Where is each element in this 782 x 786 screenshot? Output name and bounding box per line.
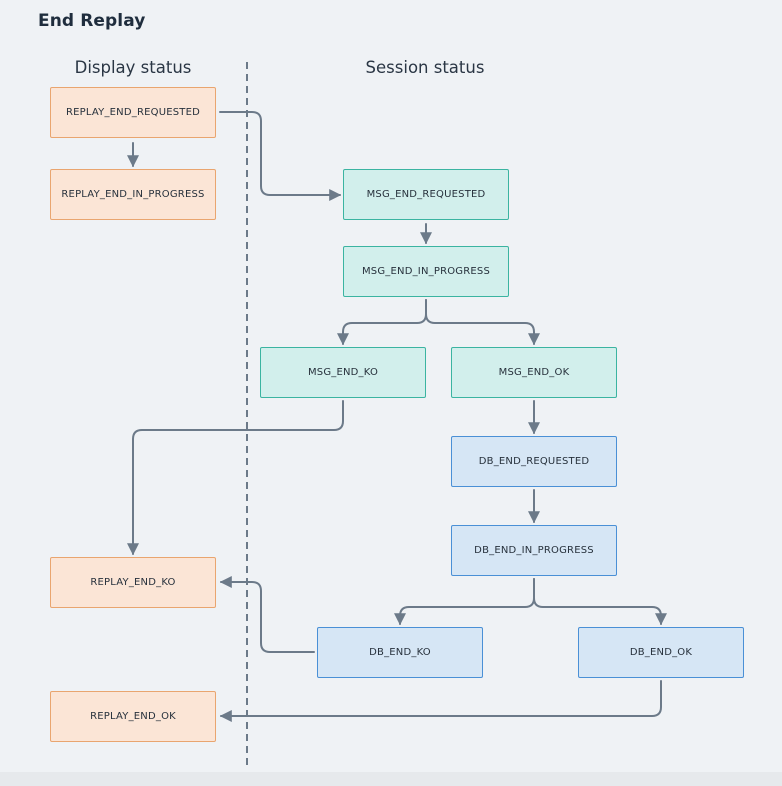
arrow-db-ko-to-replay-ko <box>219 576 315 653</box>
arrow-db-in-progress-to-db-ok <box>533 578 667 626</box>
node-db-end-ok: DB_END_OK <box>578 627 744 678</box>
node-replay-end-in-progress: REPLAY_END_IN_PROGRESS <box>50 169 216 220</box>
page-title: End Replay <box>38 11 146 31</box>
arrow-db-in-progress-to-db-ko <box>394 578 535 626</box>
arrow-db-ok-to-replay-ok <box>219 680 662 722</box>
node-msg-end-in-progress: MSG_END_IN_PROGRESS <box>343 246 509 297</box>
arrow-replay-requested-to-msg-requested <box>219 111 342 201</box>
column-header-session-status: Session status <box>365 58 485 77</box>
column-header-display-status: Display status <box>74 58 192 77</box>
node-msg-end-ko: MSG_END_KO <box>260 347 426 398</box>
node-db-end-in-progress: DB_END_IN_PROGRESS <box>451 525 617 576</box>
node-replay-end-requested: REPLAY_END_REQUESTED <box>50 87 216 138</box>
bottom-strip <box>0 772 782 786</box>
arrow-msg-in-progress-to-msg-ko <box>337 299 427 346</box>
node-db-end-requested: DB_END_REQUESTED <box>451 436 617 487</box>
node-replay-end-ok: REPLAY_END_OK <box>50 691 216 742</box>
node-msg-end-requested: MSG_END_REQUESTED <box>343 169 509 220</box>
node-db-end-ko: DB_END_KO <box>317 627 483 678</box>
arrow-msg-ko-to-replay-ko <box>127 400 344 556</box>
node-replay-end-ko: REPLAY_END_KO <box>50 557 216 608</box>
arrow-msg-in-progress-to-msg-ok <box>425 299 540 346</box>
node-msg-end-ok: MSG_END_OK <box>451 347 617 398</box>
